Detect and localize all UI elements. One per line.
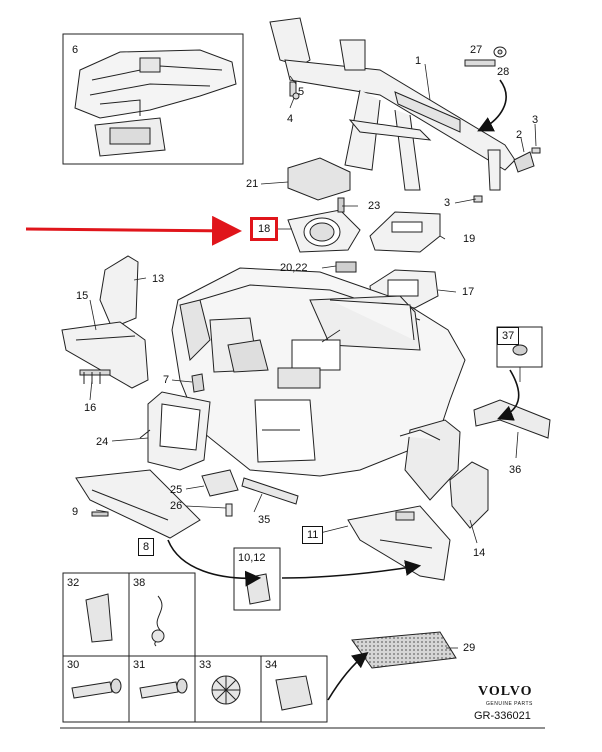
callout-6: 6 bbox=[72, 44, 79, 56]
callout-28: 28 bbox=[497, 66, 510, 78]
callout-4: 4 bbox=[287, 113, 294, 125]
lower-trim bbox=[75, 469, 201, 539]
callout-2: 2 bbox=[516, 129, 523, 141]
callout-31: 31 bbox=[133, 659, 146, 671]
inset-overview bbox=[62, 33, 244, 165]
callout-27: 27 bbox=[470, 44, 483, 56]
callout-17: 17 bbox=[462, 286, 475, 298]
callout-9: 9 bbox=[72, 506, 79, 518]
callout-13: 13 bbox=[152, 273, 165, 285]
leader-lines bbox=[89, 63, 537, 649]
grab-handle bbox=[449, 326, 551, 529]
callout-15: 15 bbox=[76, 290, 89, 302]
glovebox-frame bbox=[139, 391, 211, 471]
callout-8: 8 bbox=[138, 538, 155, 556]
callout-20-22: 20,22 bbox=[280, 262, 308, 274]
callout-30: 30 bbox=[67, 659, 80, 671]
callout-36: 36 bbox=[509, 464, 522, 476]
callout-26: 26 bbox=[170, 500, 183, 512]
callout-3-bottom: 3 bbox=[444, 197, 451, 209]
callout-37: 37 bbox=[497, 327, 520, 345]
brand-subtitle: GENUINE PARTS bbox=[486, 701, 533, 707]
callout-19: 19 bbox=[463, 233, 476, 245]
flow-arrows bbox=[167, 79, 520, 701]
fastener-grid bbox=[62, 572, 328, 723]
callout-10-12: 10,12 bbox=[238, 552, 266, 564]
speaker-grille bbox=[351, 631, 457, 669]
callout-25: 25 bbox=[170, 484, 183, 496]
callout-32: 32 bbox=[67, 577, 80, 589]
reference-number: GR-336021 bbox=[474, 710, 531, 722]
lower-brackets bbox=[201, 469, 299, 517]
callout-3-top: 3 bbox=[532, 114, 539, 126]
left-panels bbox=[61, 255, 205, 393]
callout-11: 11 bbox=[302, 526, 324, 544]
brand-logo: VOLVO bbox=[478, 684, 533, 699]
callout-38: 38 bbox=[133, 577, 146, 589]
callout-1: 1 bbox=[415, 55, 422, 67]
highlight-arrow bbox=[25, 215, 242, 246]
callout-5: 5 bbox=[298, 86, 305, 98]
callout-34: 34 bbox=[265, 659, 278, 671]
callout-14: 14 bbox=[473, 547, 486, 559]
dashboard-body bbox=[171, 267, 466, 501]
callout-16: 16 bbox=[84, 402, 97, 414]
callout-21: 21 bbox=[246, 178, 259, 190]
cross-member bbox=[269, 17, 516, 191]
glovebox-lid bbox=[347, 505, 451, 581]
callout-24: 24 bbox=[96, 436, 109, 448]
callout-29: 29 bbox=[463, 642, 476, 654]
callout-23: 23 bbox=[368, 200, 381, 212]
callout-7: 7 bbox=[163, 374, 170, 386]
callout-33: 33 bbox=[199, 659, 212, 671]
callout-35: 35 bbox=[258, 514, 271, 526]
callout-18-highlighted: 18 bbox=[250, 217, 279, 241]
